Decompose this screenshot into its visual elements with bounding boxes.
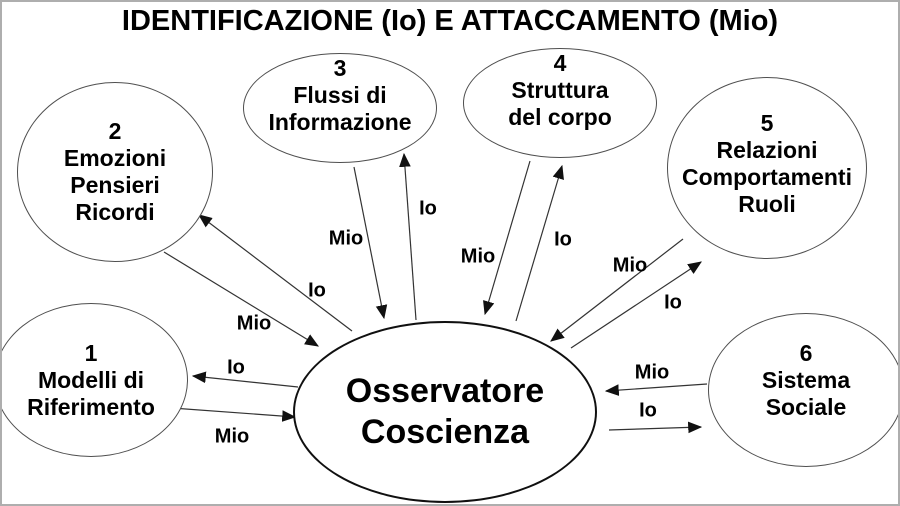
edge-label-io-node5: Io: [664, 291, 682, 314]
edge-label-mio-node6: Mio: [634, 361, 670, 384]
node-5-text: 5 Relazioni Comportamenti Ruoli: [682, 110, 852, 218]
node-4-struttura-del-corpo: 4 Struttura del corpo: [463, 48, 657, 158]
node-number: 6: [799, 339, 813, 366]
arrow-io-node3: [399, 152, 417, 321]
node-6-sistema-sociale: 6 Sistema Sociale: [708, 313, 900, 467]
edge-label-io-node6: Io: [639, 399, 657, 422]
node-line: Struttura: [511, 76, 609, 103]
node-line: Sociale: [765, 393, 847, 420]
edge-label-mio-node5: Mio: [612, 254, 648, 277]
node-number: 1: [84, 339, 98, 366]
node-line: Modelli di: [37, 366, 145, 393]
node-number: 4: [553, 49, 567, 76]
node-number: 2: [108, 118, 122, 144]
edge-label-io-node2: Io: [308, 279, 326, 302]
edge-label-io-node1: Io: [227, 356, 245, 379]
node-center-osservatore-coscienza: Osservatore Coscienza: [293, 321, 597, 503]
node-line: Relazioni: [716, 136, 818, 163]
node-line: Riferimento: [27, 393, 155, 420]
edge-label-io-node4: Io: [554, 228, 572, 251]
node-5-relazioni-comportamenti-ruoli: 5 Relazioni Comportamenti Ruoli: [667, 77, 867, 259]
node-line: Ricordi: [75, 199, 155, 225]
node-number: 3: [333, 54, 347, 81]
node-number: 5: [760, 109, 774, 136]
edge-label-mio-node2: Mio: [236, 312, 272, 335]
node-line: Comportamenti: [682, 163, 852, 190]
edge-label-mio-node4: Mio: [460, 245, 496, 268]
node-3-flussi-di-informazione: 3 Flussi di Informazione: [243, 53, 437, 163]
node-1-text: 1 Modelli di Riferimento: [27, 340, 155, 421]
arrow-io-node6: [608, 421, 703, 434]
center-line: Osservatore: [345, 372, 545, 410]
node-line: del corpo: [508, 103, 612, 130]
arrow-io-node1: [191, 371, 299, 388]
node-1-modelli-di-riferimento: 1 Modelli di Riferimento: [0, 303, 188, 457]
node-line: Emozioni: [63, 145, 167, 171]
arrow-mio-node4: [483, 160, 531, 316]
center-line: Coscienza: [360, 413, 530, 451]
node-line: Ruoli: [738, 190, 796, 217]
edge-label-mio-node3: Mio: [328, 227, 364, 250]
edge-label-mio-node1: Mio: [214, 425, 250, 448]
node-line: Pensieri: [70, 172, 160, 198]
node-2-text: 2 Emozioni Pensieri Ricordi: [64, 118, 166, 226]
node-line: Informazione: [268, 108, 412, 135]
edge-label-io-node3: Io: [419, 197, 437, 220]
node-4-text: 4 Struttura del corpo: [508, 50, 612, 131]
node-6-text: 6 Sistema Sociale: [762, 340, 850, 421]
node-line: Sistema: [761, 366, 851, 393]
node-line: Flussi di: [293, 81, 387, 108]
arrow-mio-node6: [604, 383, 708, 396]
node-3-text: 3 Flussi di Informazione: [268, 55, 411, 136]
node-2-emozioni-pensieri-ricordi: 2 Emozioni Pensieri Ricordi: [17, 82, 213, 262]
arrow-mio-node1: [171, 407, 297, 422]
diagram-title: IDENTIFICAZIONE (Io) E ATTACCAMENTO (Mio…: [121, 5, 779, 37]
center-node-text: Osservatore Coscienza: [346, 371, 544, 453]
